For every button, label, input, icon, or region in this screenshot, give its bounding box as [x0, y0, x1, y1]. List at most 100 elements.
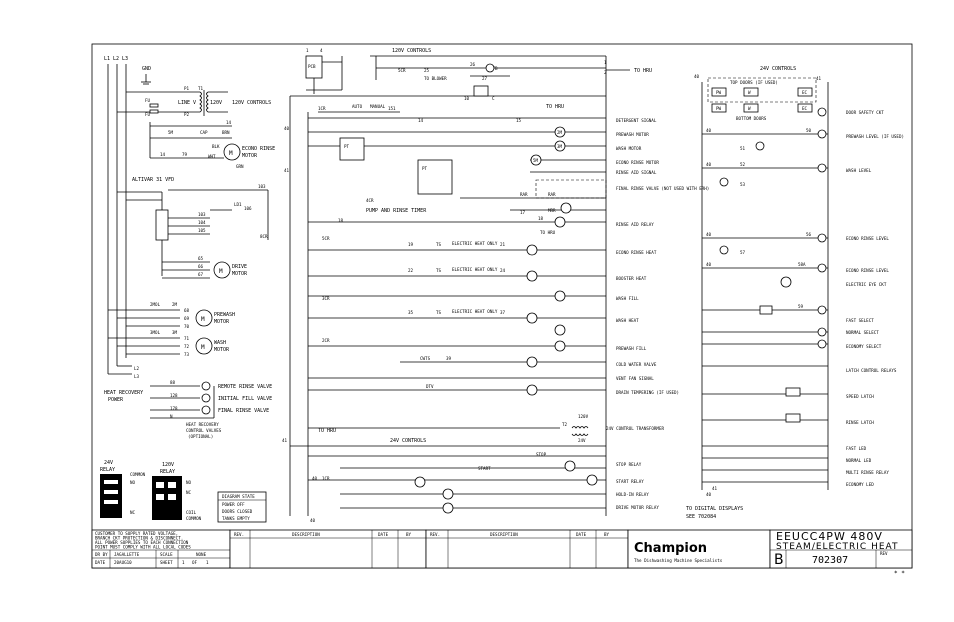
svg-text:24V: 24V: [578, 438, 586, 443]
svg-text:M: M: [219, 268, 223, 275]
diagram-state-1: POWER OFF: [222, 502, 245, 507]
svg-text:2: 2: [604, 70, 607, 75]
svg-text:MRR: MRR: [548, 208, 556, 213]
lbl-rinse-aid-signal: RINSE AID SIGNAL: [616, 170, 657, 175]
auto-label: AUTO: [352, 104, 363, 109]
svg-text:RAR: RAR: [548, 192, 556, 197]
lbl-econo-rinse-heat: ECONO RINSE HEAT: [616, 250, 657, 255]
svg-text:LD1: LD1: [234, 202, 242, 207]
to-digital-2: SEE 702084: [686, 514, 716, 520]
date-h2: DATE: [576, 532, 587, 537]
svg-text:51: 51: [740, 146, 746, 151]
svg-text:66: 66: [198, 264, 204, 269]
svg-text:40: 40: [694, 74, 700, 79]
svg-text:T1: T1: [198, 86, 204, 91]
scale-value: NONE: [196, 552, 207, 557]
svg-text:T2: T2: [562, 422, 568, 427]
svg-text:GRN: GRN: [236, 164, 244, 169]
svg-text:70: 70: [184, 324, 190, 329]
svg-text:103: 103: [258, 184, 266, 189]
svg-text:120V: 120V: [578, 414, 589, 419]
svg-text:88: 88: [170, 380, 176, 385]
lbl-drain-tempering: DRAIN TEMPERING (IF USED): [616, 390, 679, 395]
svg-text:19: 19: [408, 242, 414, 247]
line-v-label: LINE V: [178, 100, 196, 106]
svg-text:41: 41: [282, 438, 288, 443]
svg-text:10: 10: [464, 96, 470, 101]
svg-text:52: 52: [740, 162, 746, 167]
remote-rinse-valve: REMOTE RINSE VALVE: [218, 384, 272, 390]
lbl-rinse-latch: RINSE LATCH: [846, 420, 874, 425]
svg-text:41: 41: [284, 168, 290, 173]
lbl-latch-control: LATCH CONTROL RELAYS: [846, 368, 897, 373]
svg-text:15: 15: [516, 118, 522, 123]
svg-text:56: 56: [806, 232, 812, 237]
svg-text:PT: PT: [422, 166, 428, 171]
svg-text:EC: EC: [802, 106, 808, 111]
svg-text:71: 71: [184, 336, 190, 341]
svg-text:67: 67: [198, 272, 204, 277]
date-label: DATE: [95, 560, 106, 565]
svg-text:17: 17: [520, 210, 526, 215]
controls-120v-label: 120V CONTROLS: [232, 100, 271, 106]
svg-text:L2: L2: [134, 366, 140, 371]
econo-motor-label-1: ECONO RINSE: [242, 146, 275, 152]
manual-label: MANUAL: [370, 104, 386, 109]
svg-text:103: 103: [198, 212, 206, 217]
drawing-size: B: [774, 552, 784, 568]
controls-24v-top: 24V CONTROLS: [760, 66, 796, 72]
svg-text:TS: TS: [436, 242, 442, 247]
svg-text:2MOL: 2MOL: [150, 302, 161, 307]
svg-text:M: M: [201, 316, 205, 323]
lbl-door-safety: DOOR SAFETY CKT: [846, 110, 884, 115]
hr-control-3: (OPTIONAL): [188, 434, 213, 439]
gnd-label: GND: [142, 66, 151, 72]
svg-text:59: 59: [798, 304, 804, 309]
wash-motor-label-2: MOTOR: [214, 347, 230, 353]
svg-text:65: 65: [198, 256, 204, 261]
svg-text:1CR: 1CR: [318, 106, 326, 111]
svg-text:8CR: 8CR: [260, 234, 268, 239]
dr-by: JAGALLETTE: [114, 552, 140, 557]
bottom-doors: BOTTOM DOORS: [736, 116, 767, 121]
heat-recovery-label-2: POWER: [108, 397, 124, 403]
svg-text:79: 79: [182, 152, 188, 157]
svg-text:57: 57: [740, 250, 746, 255]
to-hru-2: TO HRU: [546, 104, 564, 110]
svg-text:3MOL: 3MOL: [150, 330, 161, 335]
svg-text:39: 39: [446, 356, 452, 361]
lbl-hold-in-relay: HOLD-IN RELAY: [616, 492, 649, 497]
svg-text:NC: NC: [186, 490, 192, 495]
date-value: 20AUG10: [114, 560, 132, 565]
svg-text:1CR: 1CR: [322, 476, 330, 481]
svg-text:PT: PT: [344, 144, 350, 149]
elec-heat-3: ELECTRIC HEAT ONLY: [452, 309, 498, 314]
lbl-speed-latch: SPEED LATCH: [846, 394, 874, 399]
relay120-label-1: 120V: [162, 462, 174, 468]
svg-text:BRN: BRN: [222, 130, 230, 135]
company-tagline: The Dishwashing Machine Specialists: [634, 558, 723, 563]
diagram-state-box: [217, 491, 267, 523]
relay-24v-image: [100, 474, 122, 518]
supply-l3: L3: [122, 56, 128, 62]
lbl-prewash-level: PREWASH LEVEL (IF USED): [846, 134, 904, 139]
date-h1: DATE: [378, 532, 389, 537]
svg-text:2M: 2M: [557, 130, 563, 135]
lbl-booster-heat: BOOSTER HEAT: [616, 276, 647, 281]
model-line-1: EEUCC4PW 480V: [776, 530, 883, 543]
altivar-label: ALTIVAR 31 VFD: [132, 177, 174, 183]
lbl-wash-fill: WASH FILL: [616, 296, 639, 301]
drawing-number: 702307: [812, 555, 848, 566]
sheet-value: 1: [182, 560, 185, 565]
svg-text:EC: EC: [802, 90, 808, 95]
pump-rinse-timer: PUMP AND RINSE TIMER: [366, 208, 427, 214]
svg-text:27: 27: [482, 76, 488, 81]
diagram-state-2: DOORS CLOSED: [222, 509, 253, 514]
svg-text:151: 151: [388, 106, 396, 111]
svg-text:M: M: [229, 150, 233, 157]
lbl-econo-level-1: ECONO RINSE LEVEL: [846, 236, 889, 241]
title-block: CUSTOMER TO SUPPLY RATED VOLTAGE, BRANCH…: [91, 529, 913, 577]
svg-text:3M: 3M: [172, 330, 178, 335]
company-logo: Champion: [634, 541, 707, 556]
